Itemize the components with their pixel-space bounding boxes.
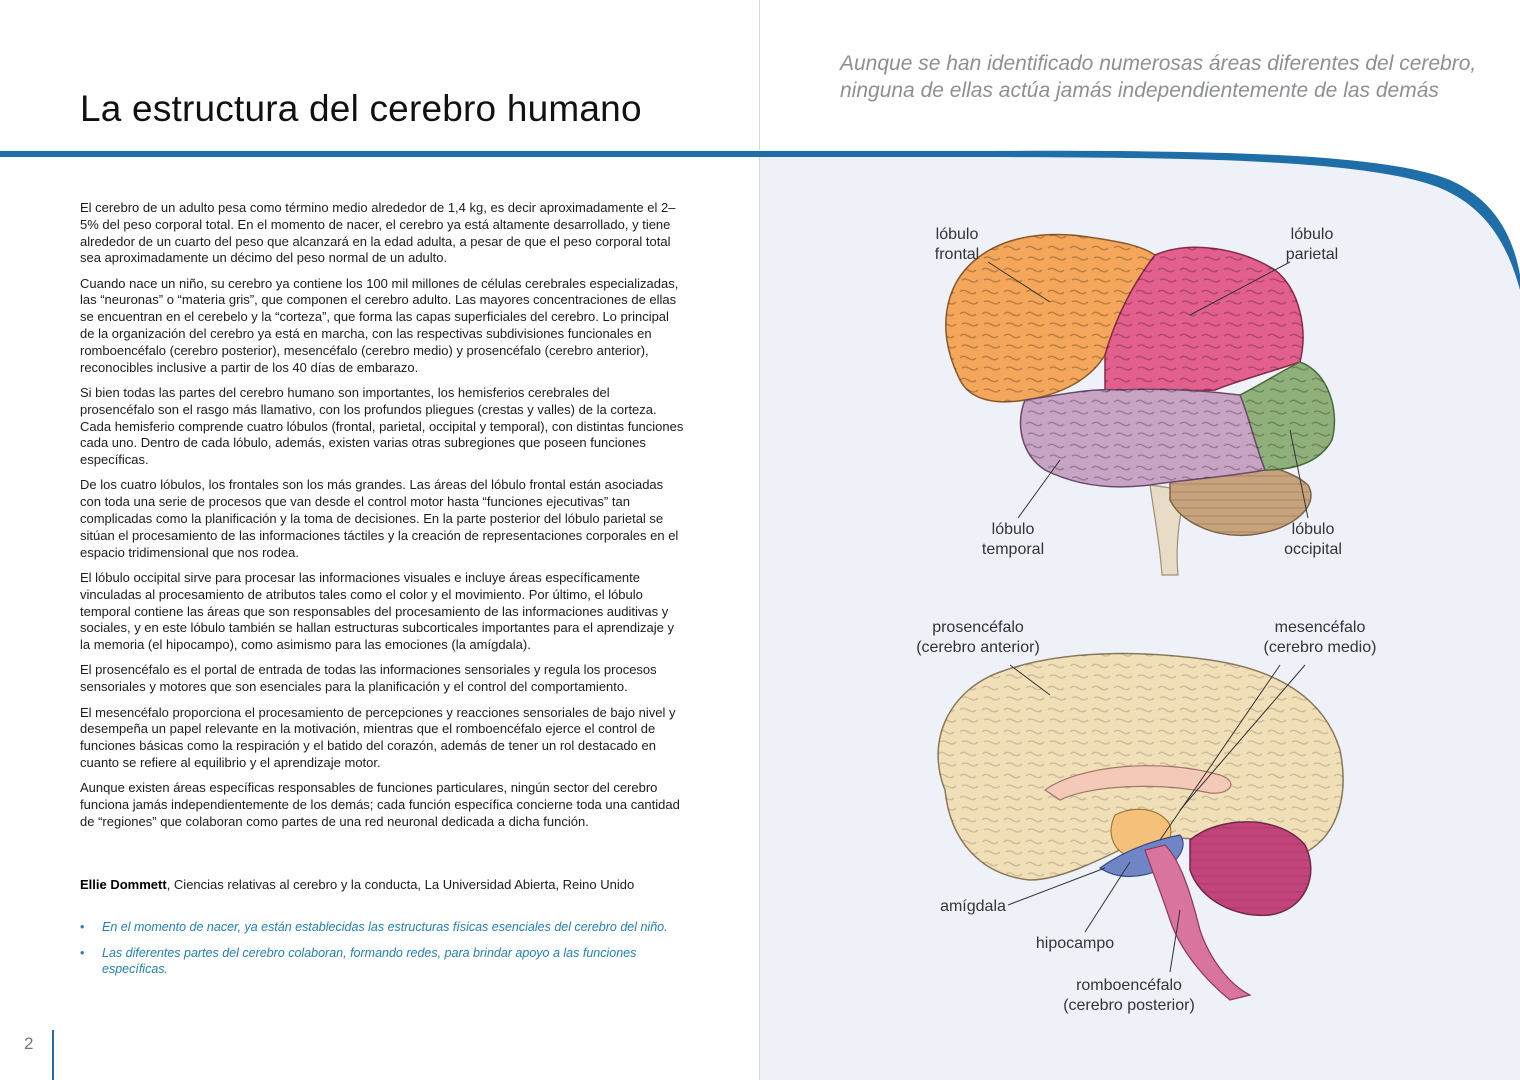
label-line: lóbulo: [1291, 521, 1335, 538]
label-line: (cerebro anterior): [916, 639, 1040, 656]
label-rhombencephalon: romboencéfalo (cerebro posterior): [1052, 976, 1206, 1016]
bullet-icon: •: [80, 945, 85, 960]
right-page-background: [760, 0, 1520, 1080]
key-point: • Las diferentes partes del cerebro colab…: [80, 945, 680, 978]
label-line: prosencéfalo: [932, 619, 1024, 636]
pull-quote-line-1: Aunque se han identificado numerosas áre…: [840, 52, 1477, 75]
paragraph: El mesencéfalo proporciona el procesamie…: [80, 704, 676, 770]
brain-illustrations: [937, 233, 1344, 1001]
paragraph: El cerebro de un adulto pesa como términ…: [80, 200, 676, 266]
key-point-text: Las diferentes partes del cerebro colabo…: [102, 945, 637, 977]
page-number-bar: [52, 1030, 54, 1080]
paragraph: El prosencéfalo es el portal de entrada …: [80, 662, 657, 695]
paragraph: De los cuatro lóbulos, los frontales son…: [80, 477, 679, 560]
label-line: parietal: [1285, 246, 1339, 263]
label-line: (cerebro posterior): [1063, 997, 1195, 1014]
paragraph: Aunque existen áreas específicas respons…: [80, 780, 680, 829]
label-line: mesencéfalo: [1274, 619, 1366, 636]
author-name: Ellie Dommett: [80, 877, 167, 892]
label-temporal-lobe: lóbulo temporal: [970, 520, 1056, 560]
paragraph: El lóbulo occipital sirve para procesar …: [80, 569, 674, 653]
label-mesencephalon: mesencéfalo (cerebro medio): [1252, 618, 1388, 658]
label-line: occipital: [1284, 541, 1342, 558]
label-line: romboencéfalo: [1076, 977, 1182, 994]
paragraph: Cuando nace un niño, su cerebro ya conti…: [80, 275, 679, 375]
page-title: La estructura del cerebro humano: [80, 88, 642, 129]
key-point-text: En el momento de nacer, ya están estable…: [102, 920, 668, 934]
key-point: • En el momento de nacer, ya están establ…: [80, 919, 680, 936]
author-credit: Ellie Dommett, Ciencias relativas al cer…: [80, 877, 634, 892]
label-amygdala: amígdala: [940, 898, 1006, 915]
sagittal-brain-view: [937, 652, 1344, 1001]
bullet-icon: •: [80, 920, 85, 934]
label-line: lóbulo: [991, 521, 1035, 538]
cerebellum-folia: [1170, 461, 1311, 536]
label-line: lóbulo: [935, 226, 979, 243]
label-line: temporal: [981, 541, 1045, 558]
paragraph: Si bien todas las partes del cerebro hum…: [80, 384, 684, 468]
hindbrain-stem: [1144, 844, 1252, 1001]
label-line: lóbulo: [1290, 226, 1334, 243]
pull-quote: Aunque se han identificado numerosas áre…: [840, 50, 1480, 104]
article-body: El cerebro de un adulto pesa como términ…: [80, 200, 684, 839]
sagittal-leader-lines: [1007, 664, 1306, 973]
corpus-callosum: [1043, 765, 1232, 801]
page-spine: [759, 0, 760, 1080]
label-line: frontal: [934, 246, 980, 263]
label-occipital-lobe: lóbulo occipital: [1270, 520, 1356, 560]
label-prosencephalon: prosencéfalo (cerebro anterior): [900, 618, 1056, 658]
key-points-list: • En el momento de nacer, ya están establ…: [80, 919, 680, 987]
label-hippocampus: hipocampo: [1035, 935, 1115, 952]
label-line: (cerebro medio): [1263, 639, 1377, 656]
author-affiliation: , Ciencias relativas al cerebro y la con…: [166, 877, 635, 892]
lateral-brain-view: [945, 233, 1336, 576]
page-number: 2: [24, 1034, 34, 1053]
label-frontal-lobe: lóbulo frontal: [922, 225, 992, 265]
header-curve: [0, 0, 1520, 290]
lateral-leader-lines: [987, 261, 1309, 519]
pull-quote-line-2: ninguna de ellas actúa jamás independien…: [840, 79, 1439, 102]
label-parietal-lobe: lóbulo parietal: [1272, 225, 1352, 265]
